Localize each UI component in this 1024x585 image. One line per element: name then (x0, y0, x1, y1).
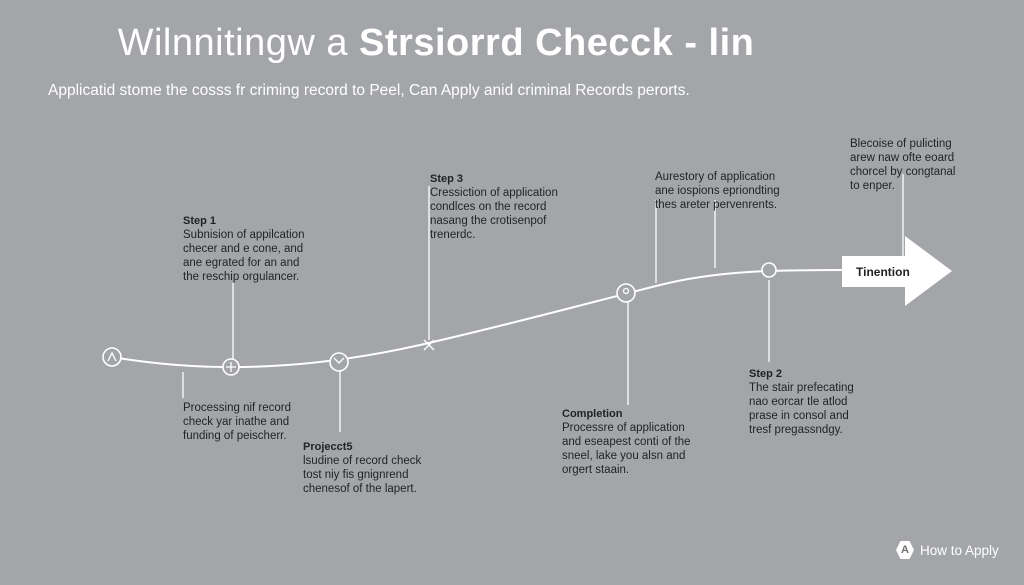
label-line: tost niy fis gnignrend (303, 469, 409, 481)
label-line: orgert staain. (562, 464, 630, 476)
label-project-head: Projecct5 (303, 441, 353, 453)
apply-logo-icon: A (896, 541, 914, 559)
label-line: funding of peischerr. (183, 430, 287, 442)
label-line: Processre of application (562, 422, 685, 434)
label-line: Subnision of appilcation (183, 229, 305, 241)
arrow-label: Tinention (856, 265, 910, 279)
timeline-line (111, 269, 846, 369)
label-project: Projecct5 lsudine of record check tost n… (303, 440, 421, 496)
gear-glyph (226, 362, 236, 372)
label-top-right: Blecoise of pulicting arew naw ofte eoar… (850, 137, 955, 193)
timeline-arrow (842, 236, 952, 306)
label-line: prase in consol and (749, 410, 849, 422)
label-line: The stair prefecating (749, 382, 854, 394)
node-cross-icon (423, 339, 435, 351)
label-line: trenerdc. (430, 229, 476, 241)
label-step3-head: Step 3 (430, 173, 464, 185)
label-line: chorcel by congtanal (850, 166, 956, 178)
how-to-apply-label: How to Apply (920, 542, 999, 558)
subtitle: Applicatid stome the cosss fr criming re… (48, 82, 690, 99)
label-line: lsudine of record check (303, 455, 422, 467)
label-line: chenesof of the lapert. (303, 483, 417, 495)
label-completion-head: Completion (562, 408, 623, 420)
label-line: ane iospions epriondting (655, 185, 780, 197)
page-title: Wilnnitingw a Strsiorrd Checck - lin (0, 22, 872, 65)
label-line: thes areter pervenrents. (655, 199, 778, 211)
label-step2-head: Step 2 (749, 368, 783, 380)
mail-glyph (333, 357, 345, 364)
label-completion: Completion Processre of application and … (562, 407, 691, 477)
user-glyph (622, 287, 630, 295)
node-start-icon (102, 347, 122, 367)
label-line: nao eorcar tle atlod (749, 396, 848, 408)
label-line: arew naw ofte eoard (850, 152, 955, 164)
label-processing: Processing nif record check yar inathe a… (183, 401, 291, 443)
how-to-apply-link[interactable]: A How to Apply (896, 541, 999, 559)
label-line: sneel, lake you alsn and (562, 450, 686, 462)
label-line: nasang the crotisenpof (430, 215, 547, 227)
title-light-part: Wilnnitingw a (117, 22, 360, 64)
label-line: checer and e cone, and (183, 243, 304, 255)
label-line: ane egrated for an and (183, 257, 300, 269)
label-top-mid: Aurestory of application ane iospions ep… (655, 170, 780, 212)
node-mail-icon (329, 352, 349, 372)
label-line: the reschip orgulancer. (183, 271, 300, 283)
label-step3: Step 3 Cressiction of application condlc… (430, 172, 558, 242)
label-step1-head: Step 1 (183, 215, 217, 227)
label-step2: Step 2 The stair prefecating nao eorcar … (749, 367, 854, 437)
label-line: and eseapest conti of the (562, 436, 691, 448)
start-glyph (107, 351, 117, 362)
label-step1: Step 1 Subnision of appilcation checer a… (183, 214, 304, 284)
label-line: to enper. (850, 180, 895, 192)
title-bold-part: Strsiorrd Checck - lin (359, 22, 755, 64)
label-line: Blecoise of pulicting (850, 138, 952, 150)
label-line: condlces on the record (430, 201, 547, 213)
label-line: Aurestory of application (655, 171, 776, 183)
label-line: Cressiction of application (430, 187, 558, 199)
node-pin-icon (761, 262, 777, 278)
label-line: check yar inathe and (183, 416, 290, 428)
label-line: tresf pregassndgy. (749, 424, 843, 436)
label-line: Processing nif record (183, 402, 292, 414)
